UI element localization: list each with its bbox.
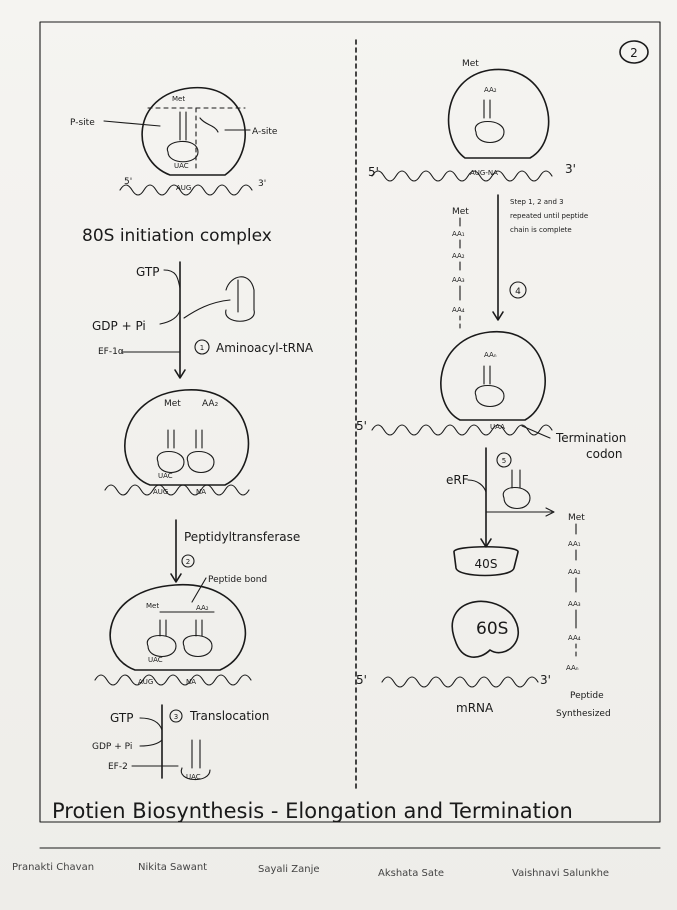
aa2-label-2: AA₂	[202, 399, 219, 409]
chain-aa1: AA₁	[452, 230, 465, 238]
met-label-2: Met	[164, 399, 181, 409]
p-site-pointer	[104, 121, 160, 126]
credit-1: Pranakti Chavan	[12, 862, 94, 873]
p-site-label: P-site	[70, 118, 95, 128]
repeat-note-2: repeated until peptide	[510, 212, 588, 220]
chain-aa4: AA₄	[452, 306, 465, 314]
chain-met: Met	[452, 207, 469, 217]
page-border	[40, 22, 660, 822]
peptide-label: Peptide	[570, 691, 604, 701]
aug-label-1: AUG	[176, 184, 191, 192]
aa2-label-3: AA₂	[196, 604, 209, 612]
uaa-label: UAA	[490, 423, 505, 431]
erf-label: eRF	[446, 473, 469, 487]
pep-aa3: AA₃	[568, 600, 581, 608]
aan-label-r: AAₙ	[484, 351, 497, 359]
initiation-ribosome	[120, 88, 252, 195]
five-prime-r2: 5'	[356, 419, 367, 433]
peptidyltransferase-label: Peptidyltransferase	[184, 530, 300, 544]
gtp-label-2: GTP	[110, 711, 133, 725]
repeat-note-3: chain is complete	[510, 226, 572, 234]
growing-peptide-chain: Met AA₁ AA₂ AA₃ AA₄	[452, 207, 469, 332]
termination-label: Termination	[555, 431, 626, 445]
gdp-pi-label-1: GDP + Pi	[92, 319, 146, 333]
aug-label-3: AUG	[138, 678, 153, 686]
aug-label-2: AUG	[153, 488, 168, 496]
pep-met: Met	[568, 513, 585, 523]
step2-number: 2	[186, 558, 190, 566]
step5-number: 5	[502, 457, 506, 465]
page-number: 2	[630, 46, 638, 60]
label-60s: 60S	[476, 619, 508, 639]
met-label-3: Met	[146, 602, 159, 610]
ribosome-elongation-2	[95, 585, 251, 685]
met-label-r1: Met	[462, 59, 479, 69]
five-prime-1: 5'	[124, 177, 132, 187]
gtp-label-1: GTP	[136, 265, 159, 279]
trna-incoming-1	[226, 277, 255, 321]
aa2-label-r1: AA₂	[484, 86, 497, 94]
chain-aa3: AA₃	[452, 276, 465, 284]
pep-aa1: AA₁	[568, 540, 581, 548]
na-label-3: NA	[186, 678, 196, 686]
initiation-complex-label: 80S initiation complex	[82, 226, 272, 246]
gdp-pi-label-2: GDP + Pi	[92, 742, 132, 752]
ribosome-termination	[372, 332, 552, 435]
pep-aan: AAₙ	[566, 664, 579, 672]
uac-label-3: UAC	[148, 656, 163, 664]
three-prime-r3: 3'	[540, 673, 551, 687]
ribosome-repeat	[372, 69, 552, 181]
ef1a-label: EF-1α	[98, 347, 124, 357]
credit-2: Nikita Sawant	[138, 862, 207, 873]
uac-label-4: UAC	[186, 773, 201, 781]
pep-aa4: AA₄	[568, 634, 581, 642]
ef2-label: EF-2	[108, 762, 128, 772]
three-prime-1: 3'	[258, 179, 266, 189]
trna-released	[503, 470, 530, 509]
credit-3: Sayali Zanje	[258, 864, 320, 875]
synthesized-label: Synthesized	[556, 709, 611, 719]
label-40s: 40S	[475, 557, 498, 571]
uac-label-1: UAC	[174, 162, 189, 170]
uac-label-2: UAC	[158, 472, 173, 480]
step3-number: 3	[174, 713, 178, 721]
mrna-label: mRNA	[456, 701, 494, 715]
step4-number: 4	[515, 287, 521, 297]
credit-4: Akshata Sate	[378, 868, 444, 879]
na-label-2: NA	[196, 488, 206, 496]
credit-5: Vaishnavi Salunkhe	[512, 868, 609, 879]
synthesized-peptide: Met AA₁ AA₂ AA₃ AA₄ AAₙ	[566, 513, 585, 672]
repeat-note-1: Step 1, 2 and 3	[510, 198, 564, 206]
peptide-bond-label: Peptide bond	[208, 575, 267, 585]
step1-number: 1	[200, 344, 204, 352]
pep-aa2: AA₂	[568, 568, 581, 576]
five-prime-r3: 5'	[356, 673, 367, 687]
page-title: Protien Biosynthesis - Elongation and Te…	[52, 799, 573, 823]
met-label-1: Met	[172, 95, 185, 103]
mrna-strand	[382, 677, 538, 687]
chain-aa2: AA₂	[452, 252, 465, 260]
five-prime-r1: 5'	[368, 165, 379, 179]
translocation-label: Translocation	[189, 709, 269, 723]
aminoacyl-trna-label: Aminoacyl-tRNA	[216, 341, 314, 355]
a-site-label: A-site	[252, 127, 278, 137]
codon-label: codon	[586, 447, 623, 461]
aug-na-label-r1: AUG-NA	[470, 169, 498, 177]
three-prime-r1: 3'	[565, 162, 576, 176]
